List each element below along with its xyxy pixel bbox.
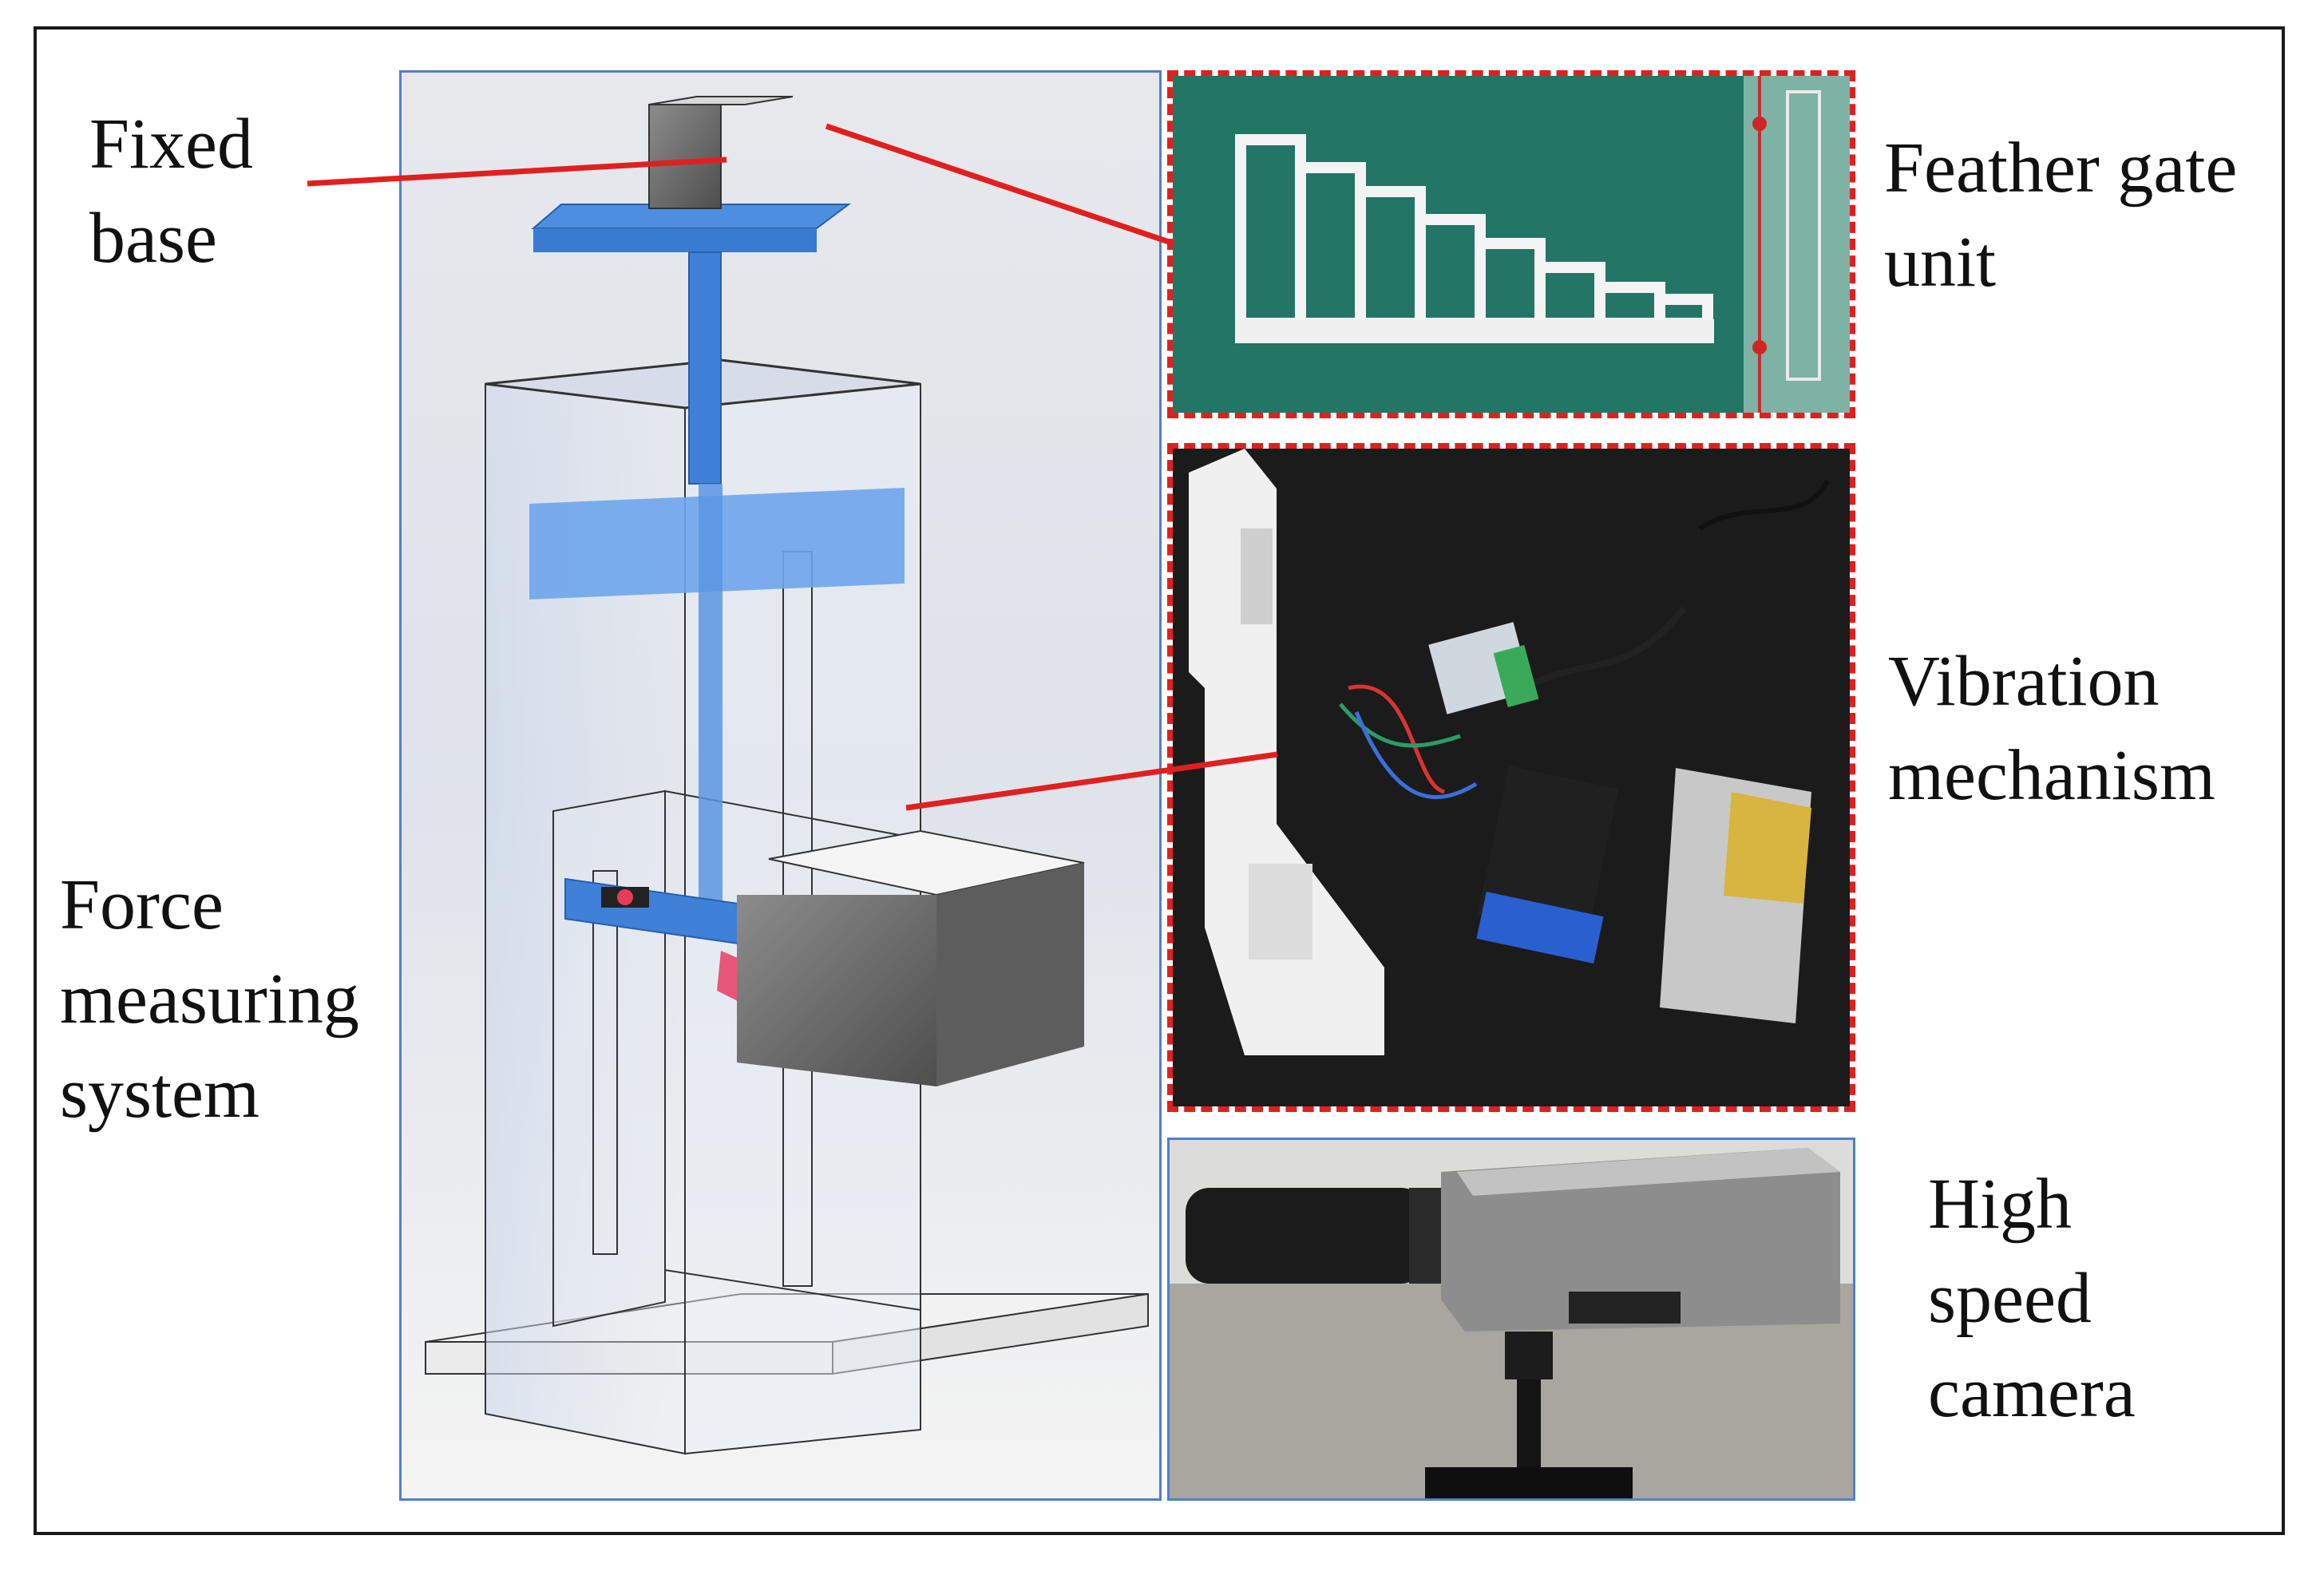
label-force-measuring-system: Force measuring system xyxy=(60,865,359,1133)
white-printed-frame xyxy=(1189,449,1384,1055)
power-supply xyxy=(1660,768,1811,1023)
label-fixed-base: Fixed base xyxy=(89,105,254,278)
ruler xyxy=(1744,76,1850,413)
label-high-speed-camera: High speed camera xyxy=(1928,1165,2136,1432)
controller-box xyxy=(1476,766,1619,964)
wires xyxy=(1339,479,1830,800)
high-speed-camera-photo-panel xyxy=(1167,1138,1855,1501)
label-vibration-mechanism: Vibration mechanism xyxy=(1888,642,2215,815)
outer-frame xyxy=(34,26,2285,1535)
relay-module xyxy=(1428,622,1539,714)
cad-model-render xyxy=(402,73,1159,1498)
high-speed-camera-photo xyxy=(1170,1140,1853,1498)
grey-motor-box xyxy=(737,829,1085,1086)
feather-gate-photo-panel xyxy=(1167,70,1855,418)
feather-gate-photo xyxy=(1173,76,1850,413)
fixed-base-block xyxy=(648,96,794,209)
label-feather-gate-unit: Feather gate unit xyxy=(1884,129,2238,302)
vibration-mechanism-photo-panel xyxy=(1167,443,1855,1112)
vibration-mechanism-photo xyxy=(1173,449,1850,1106)
tripod xyxy=(1425,1332,1633,1498)
camera-body xyxy=(1186,1148,1840,1332)
cad-model-panel xyxy=(399,70,1162,1501)
feather-gate-base xyxy=(1235,319,1714,343)
